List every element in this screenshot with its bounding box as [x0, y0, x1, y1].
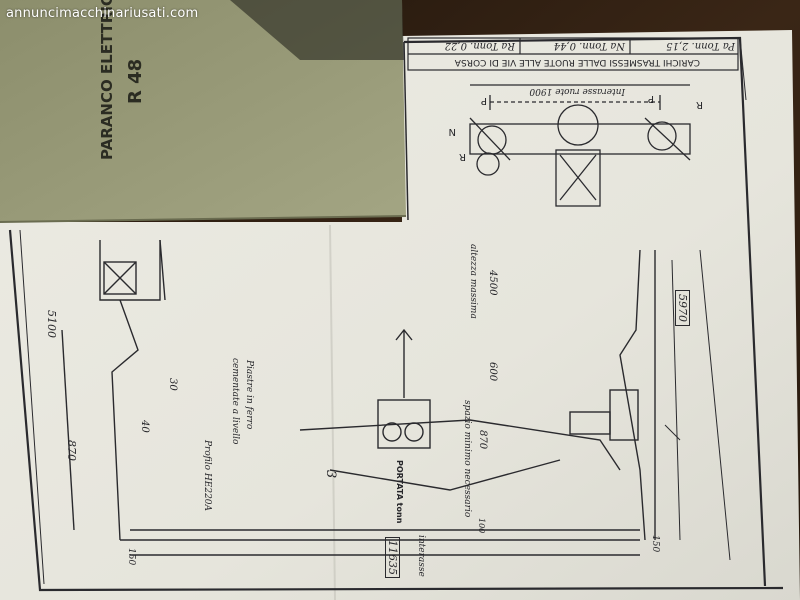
table-header: CARICHI TRASMESSI DALLE RUOTE ALLE VIE D…	[454, 57, 700, 67]
load-table	[407, 37, 739, 71]
plan-interasse: Interasse ruote 1900	[529, 86, 625, 96]
label-cementate: cementate a livello	[230, 358, 240, 445]
label-40: 40	[139, 420, 150, 433]
plan-letter-r1: R	[459, 151, 466, 162]
label-100: 100	[477, 518, 486, 534]
label-11635: 11635	[385, 537, 400, 578]
label-altezza: altezza massima	[468, 244, 478, 319]
label-30: 30	[167, 378, 178, 391]
label-600: 600	[487, 362, 498, 382]
label-4500: 4500	[487, 270, 498, 296]
plan-letter-r2: R	[696, 99, 703, 110]
table-cell-ra: Ra Tonn. 0,22	[444, 40, 515, 51]
crane-elevation	[61, 239, 731, 561]
label-portata-value: 3	[323, 470, 338, 479]
table-cell-na: Na Tonn. 0,44	[553, 40, 625, 51]
label-profilo: Profilo HE220A	[202, 440, 212, 512]
label-5970: 5970	[675, 290, 690, 326]
plan-letter-p1: P	[480, 95, 487, 106]
label-spazio: spazio minimo necessario	[462, 400, 472, 518]
label-870-left: 870	[65, 440, 78, 461]
sheet-fold	[329, 224, 336, 600]
label-5100: 5100	[45, 310, 58, 338]
label-piastre: Piastre in ferro	[244, 360, 254, 430]
label-150-right: 150	[650, 535, 660, 553]
label-portata: PORTATA tonn	[395, 460, 404, 524]
cover-title-line2: R 48	[125, 58, 146, 104]
plan-letter-p2: P	[647, 93, 654, 104]
trolley-plan-view	[469, 84, 691, 207]
label-150-left: 150	[126, 548, 136, 566]
drawing-frame	[8, 36, 784, 592]
cover-shadow	[230, 0, 404, 60]
cover-edge	[0, 215, 407, 223]
cover-title-line1: PARANCO ELETTRICO	[98, 0, 116, 160]
table-cell-pa: Pa Tonn. 2,15	[666, 40, 735, 51]
plan-letter-n: N	[448, 126, 456, 137]
label-interasse: interasse	[416, 535, 426, 577]
website-watermark: annuncimacchinariusati.com	[6, 6, 199, 21]
label-870: 870	[477, 430, 488, 450]
